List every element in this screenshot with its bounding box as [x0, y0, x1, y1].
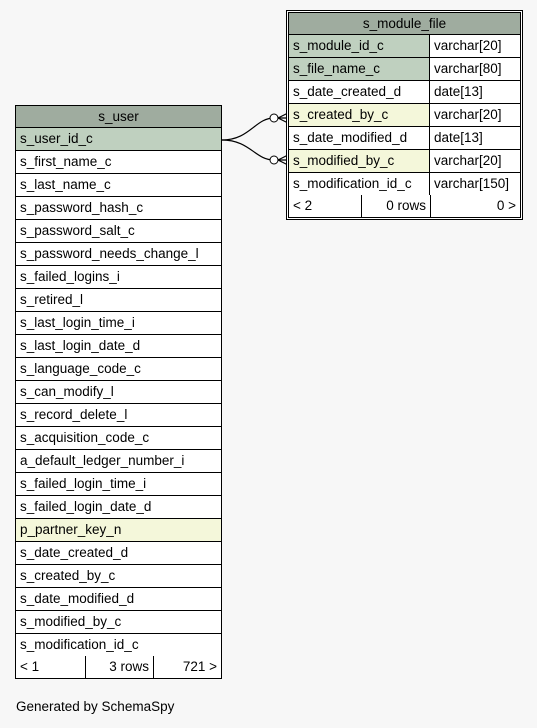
column-type: varchar[80] [434, 61, 502, 76]
table-row: s_record_delete_l [16, 404, 221, 427]
table-row: s_created_by_c varchar[20] [289, 104, 520, 127]
column-name[interactable]: s_acquisition_code_c [20, 430, 150, 445]
column-name[interactable]: s_file_name_c [289, 58, 430, 80]
table-row: s_user_id_c [16, 128, 221, 151]
user-table[interactable]: s_user s_user_id_c s_first_name_c s_last_n… [15, 105, 222, 679]
column-name[interactable]: s_record_delete_l [20, 407, 128, 422]
column-name[interactable]: s_date_created_d [20, 545, 129, 560]
table-row: s_module_id_c varchar[20] [289, 35, 520, 58]
column-name[interactable]: s_password_hash_c [20, 200, 144, 215]
column-type: date[13] [434, 84, 483, 99]
table-row: s_failed_login_time_i [16, 473, 221, 496]
column-name[interactable]: p_partner_key_n [16, 519, 221, 541]
table-row: s_language_code_c [16, 358, 221, 381]
column-name[interactable]: s_modified_by_c [20, 614, 122, 629]
table-row: s_date_created_d [16, 542, 221, 565]
table-row: s_date_created_d date[13] [289, 81, 520, 104]
table-row: s_password_salt_c [16, 220, 221, 243]
table-row: a_default_ledger_number_i [16, 450, 221, 473]
parents-count[interactable]: < 1 [16, 656, 86, 678]
column-type: date[13] [434, 130, 483, 145]
table-row: s_modification_id_c [16, 634, 221, 656]
column-name[interactable]: s_failed_login_date_d [20, 499, 152, 514]
parents-count[interactable]: < 2 [289, 195, 362, 217]
column-name[interactable]: s_last_login_date_d [20, 338, 141, 353]
table-row: s_modified_by_c varchar[20] [289, 150, 520, 173]
column-type: varchar[20] [434, 38, 502, 53]
generated-by-label: Generated by SchemaSpy [16, 699, 175, 714]
table-row: s_created_by_c [16, 565, 221, 588]
column-name[interactable]: s_created_by_c [289, 104, 430, 126]
column-name[interactable]: s_created_by_c [20, 568, 116, 583]
column-name[interactable]: s_last_login_time_i [20, 315, 135, 330]
column-name[interactable]: s_language_code_c [20, 361, 141, 376]
user-table-footer: < 1 3 rows 721 > [16, 656, 221, 678]
table-row: s_password_hash_c [16, 197, 221, 220]
table-row: s_last_login_time_i [16, 312, 221, 335]
column-name[interactable]: s_retired_l [20, 292, 84, 307]
column-name[interactable]: s_module_id_c [289, 35, 430, 57]
table-row: s_password_needs_change_l [16, 243, 221, 266]
table-row: s_date_modified_d date[13] [289, 127, 520, 150]
column-name[interactable]: s_last_name_c [20, 177, 111, 192]
children-count[interactable]: 0 > [496, 198, 516, 213]
table-row: s_acquisition_code_c [16, 427, 221, 450]
table-row: s_file_name_c varchar[80] [289, 58, 520, 81]
column-name[interactable]: s_modification_id_c [20, 637, 139, 652]
column-name[interactable]: s_modified_by_c [289, 150, 430, 172]
column-type: varchar[20] [434, 153, 502, 168]
column-name[interactable]: s_date_modified_d [289, 127, 430, 149]
table-row: s_modification_id_c varchar[150] [289, 173, 520, 195]
table-row: s_failed_login_date_d [16, 496, 221, 519]
crowfoot-circle-created-by [269, 113, 279, 123]
module-file-table-title[interactable]: s_module_file [289, 13, 520, 35]
column-name[interactable]: s_modification_id_c [289, 173, 430, 195]
column-name[interactable]: s_can_modify_l [20, 384, 114, 399]
table-row: s_can_modify_l [16, 381, 221, 404]
module-file-table-footer: < 2 0 rows 0 > [289, 195, 520, 217]
column-name[interactable]: a_default_ledger_number_i [20, 453, 185, 468]
column-type: varchar[150] [434, 176, 510, 191]
table-row: s_failed_logins_i [16, 266, 221, 289]
table-row: s_date_modified_d [16, 588, 221, 611]
column-type: varchar[20] [434, 107, 502, 122]
row-count: 0 rows [362, 195, 431, 217]
table-row: p_partner_key_n [16, 519, 221, 542]
column-name[interactable]: s_failed_logins_i [20, 269, 120, 284]
column-name[interactable]: s_password_needs_change_l [20, 246, 199, 261]
table-row: s_last_name_c [16, 174, 221, 197]
table-row: s_modified_by_c [16, 611, 221, 634]
column-name[interactable]: s_password_salt_c [20, 223, 135, 238]
table-row: s_last_login_date_d [16, 335, 221, 358]
table-row: s_retired_l [16, 289, 221, 312]
row-count: 3 rows [86, 656, 154, 678]
column-name[interactable]: s_date_modified_d [20, 591, 135, 606]
column-name[interactable]: s_failed_login_time_i [20, 476, 147, 491]
column-name[interactable]: s_user_id_c [16, 128, 221, 150]
children-count[interactable]: 721 > [182, 659, 217, 674]
column-name[interactable]: s_first_name_c [20, 154, 112, 169]
user-table-title[interactable]: s_user [16, 106, 221, 128]
column-name[interactable]: s_date_created_d [289, 81, 430, 103]
crowfoot-circle-modified-by [269, 155, 279, 165]
table-row: s_first_name_c [16, 151, 221, 174]
